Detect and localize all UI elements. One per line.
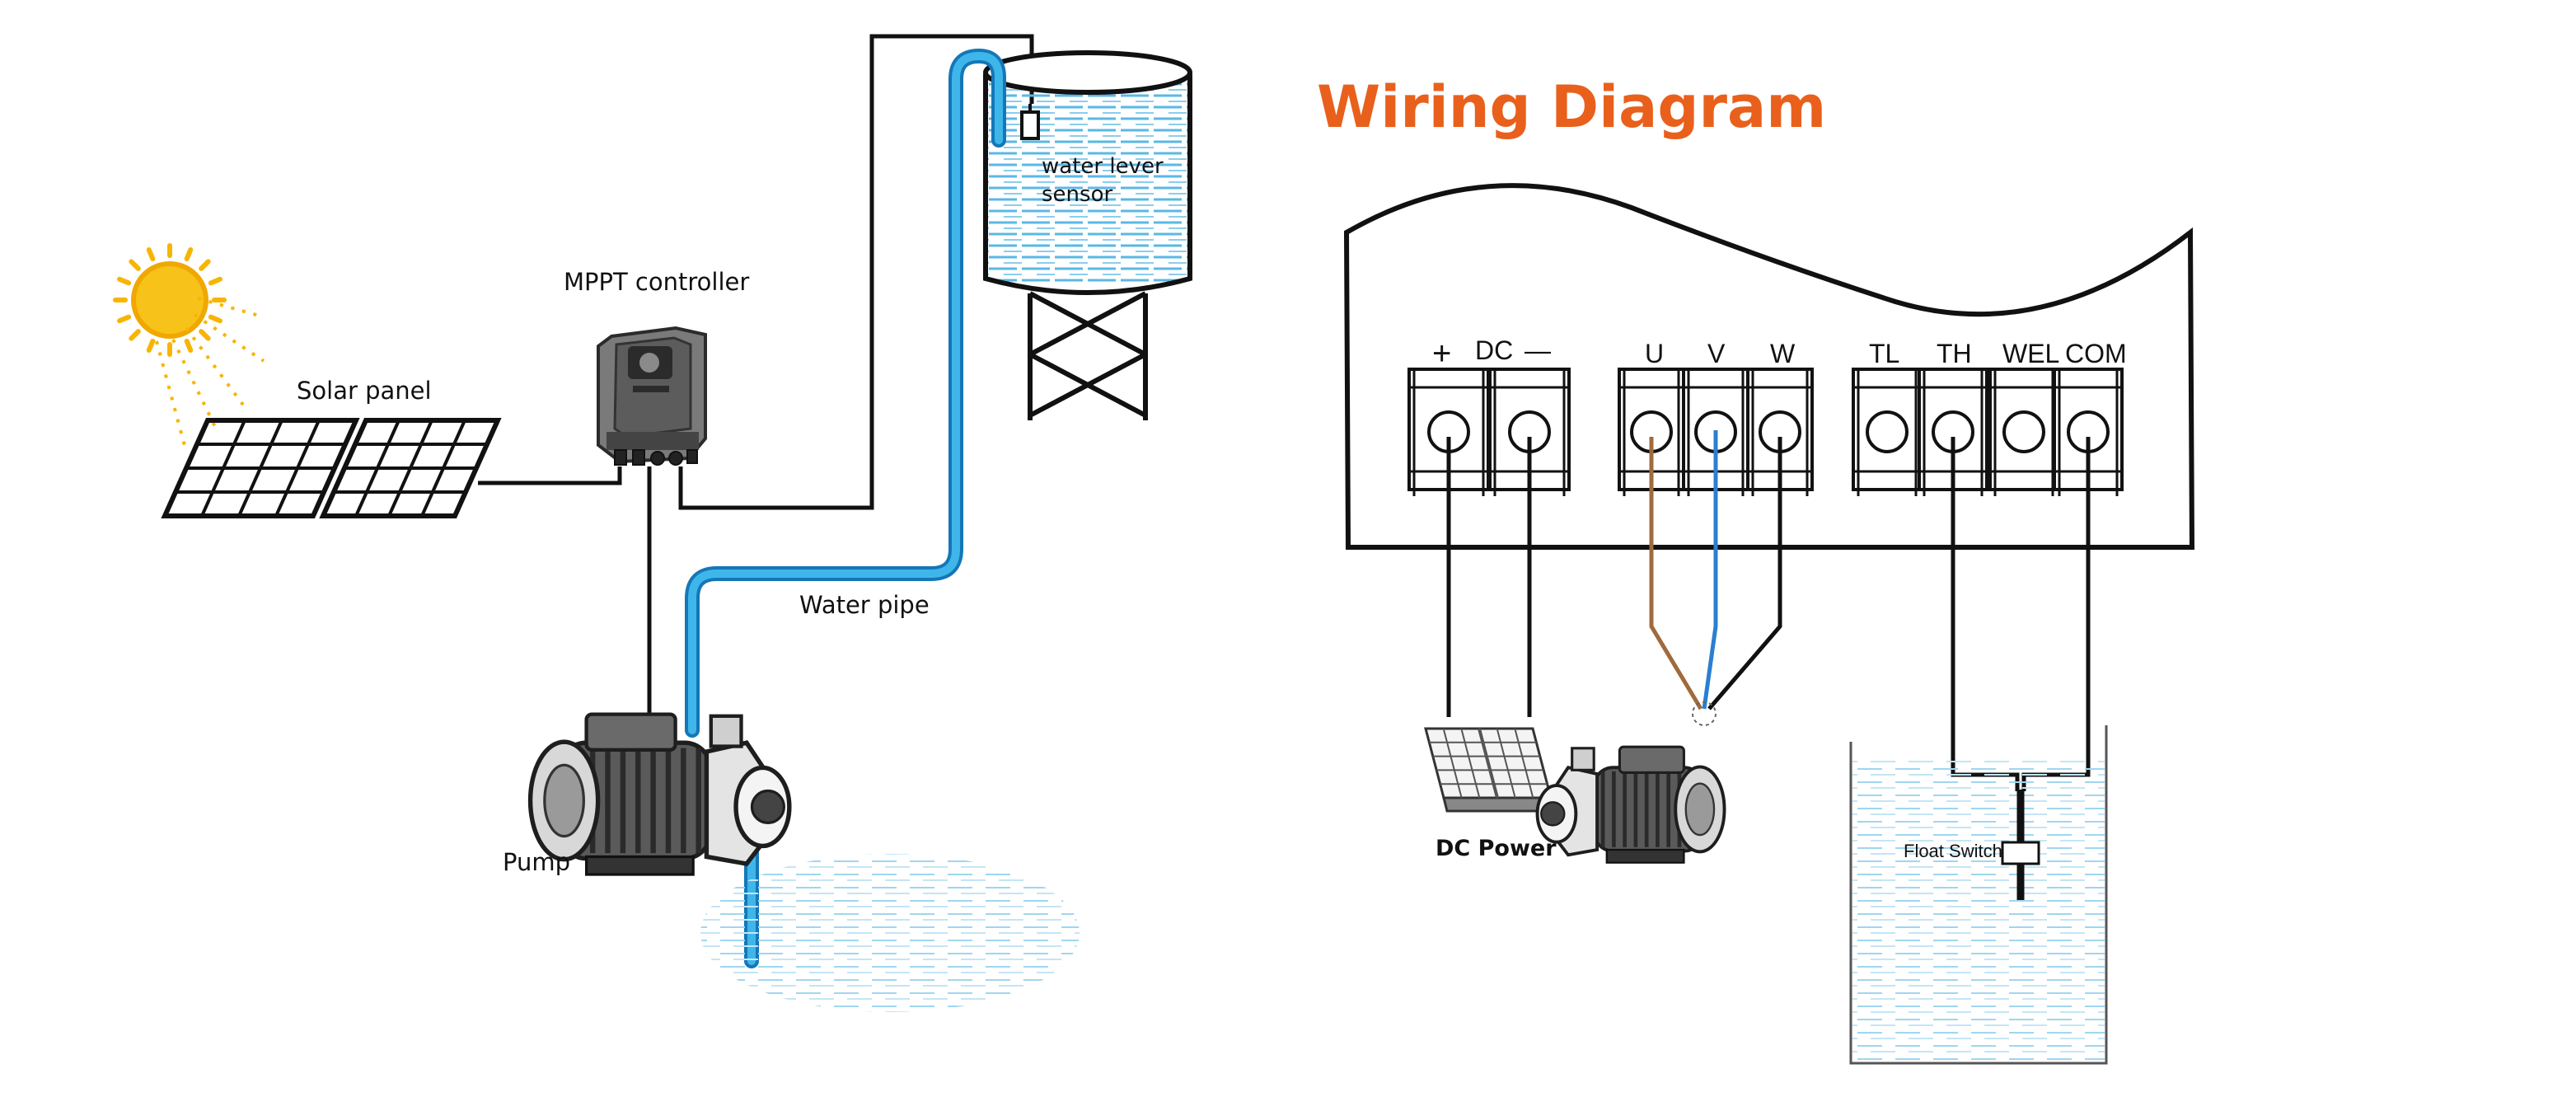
terminal-tl-label: TL (1869, 339, 1899, 368)
terminal-u-label: U (1645, 339, 1664, 368)
controller-icon (597, 326, 707, 466)
dc-label: DC (1475, 335, 1513, 365)
solar-panel-label: Solar panel (297, 377, 432, 405)
mppt-controller-label: MPPT controller (564, 268, 749, 296)
water-pipe-label: Water pipe (799, 591, 930, 619)
float-switch-icon (2001, 790, 2040, 900)
system-wires (478, 34, 1034, 717)
solar-panel-icon (161, 418, 502, 518)
terminal-wel-label: WEL (2002, 339, 2059, 368)
terminal-blocks (1407, 368, 2124, 496)
sun-icon (113, 243, 265, 452)
dc-plus-label: + (1432, 335, 1451, 372)
float-switch-label: Float Switch (1904, 841, 2002, 861)
dc-minus-label: — (1525, 335, 1551, 365)
terminal-com-label: COM (2065, 339, 2127, 368)
pump-icon (527, 712, 792, 876)
water-pool (700, 854, 1080, 1012)
terminal-v-label: V (1707, 339, 1726, 368)
terminal-th-label: TH (1937, 339, 1972, 368)
pump-label: Pump (503, 848, 570, 876)
water-tank-icon (983, 50, 1192, 420)
dc-power-label: DC Power (1436, 836, 1557, 861)
terminal-w-label: W (1770, 339, 1796, 368)
wiring-diagram-title: Wiring Diagram (1317, 73, 1826, 141)
wiring-pump-icon (1535, 745, 1726, 864)
water-level-sensor-icon (1020, 110, 1040, 140)
float-switch-tank (1849, 725, 2108, 1065)
dc-power-panel-icon (1424, 727, 1556, 813)
water-level-sensor-label-line1: water lever (1042, 154, 1164, 179)
water-level-sensor-label-line2: sensor (1042, 182, 1112, 207)
